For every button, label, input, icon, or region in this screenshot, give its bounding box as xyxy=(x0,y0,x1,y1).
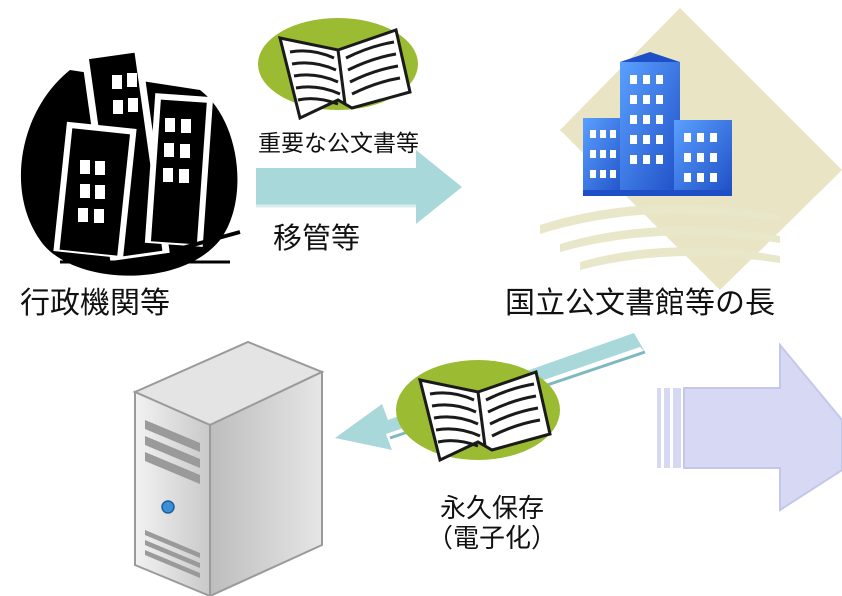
digitization-text: （電子化） xyxy=(426,523,557,554)
server-tower-icon xyxy=(132,340,325,596)
blue-building-icon xyxy=(540,8,842,290)
gov-agencies-label: 行政機関等 xyxy=(20,286,170,321)
block-arrow-right-icon xyxy=(657,342,842,512)
open-book-icon xyxy=(396,360,560,463)
important-docs-label: 重要な公文書等 xyxy=(258,131,419,157)
office-buildings-icon xyxy=(20,44,241,276)
open-book-icon xyxy=(258,18,418,121)
archives-head-label: 国立公文書館等の長 xyxy=(505,286,775,321)
permanent-storage-label: 永久保存 （電子化） xyxy=(402,494,582,555)
arrow-right-icon xyxy=(256,150,462,224)
transfer-label: 移管等 xyxy=(273,221,361,255)
permanent-storage-text: 永久保存 xyxy=(439,494,544,524)
